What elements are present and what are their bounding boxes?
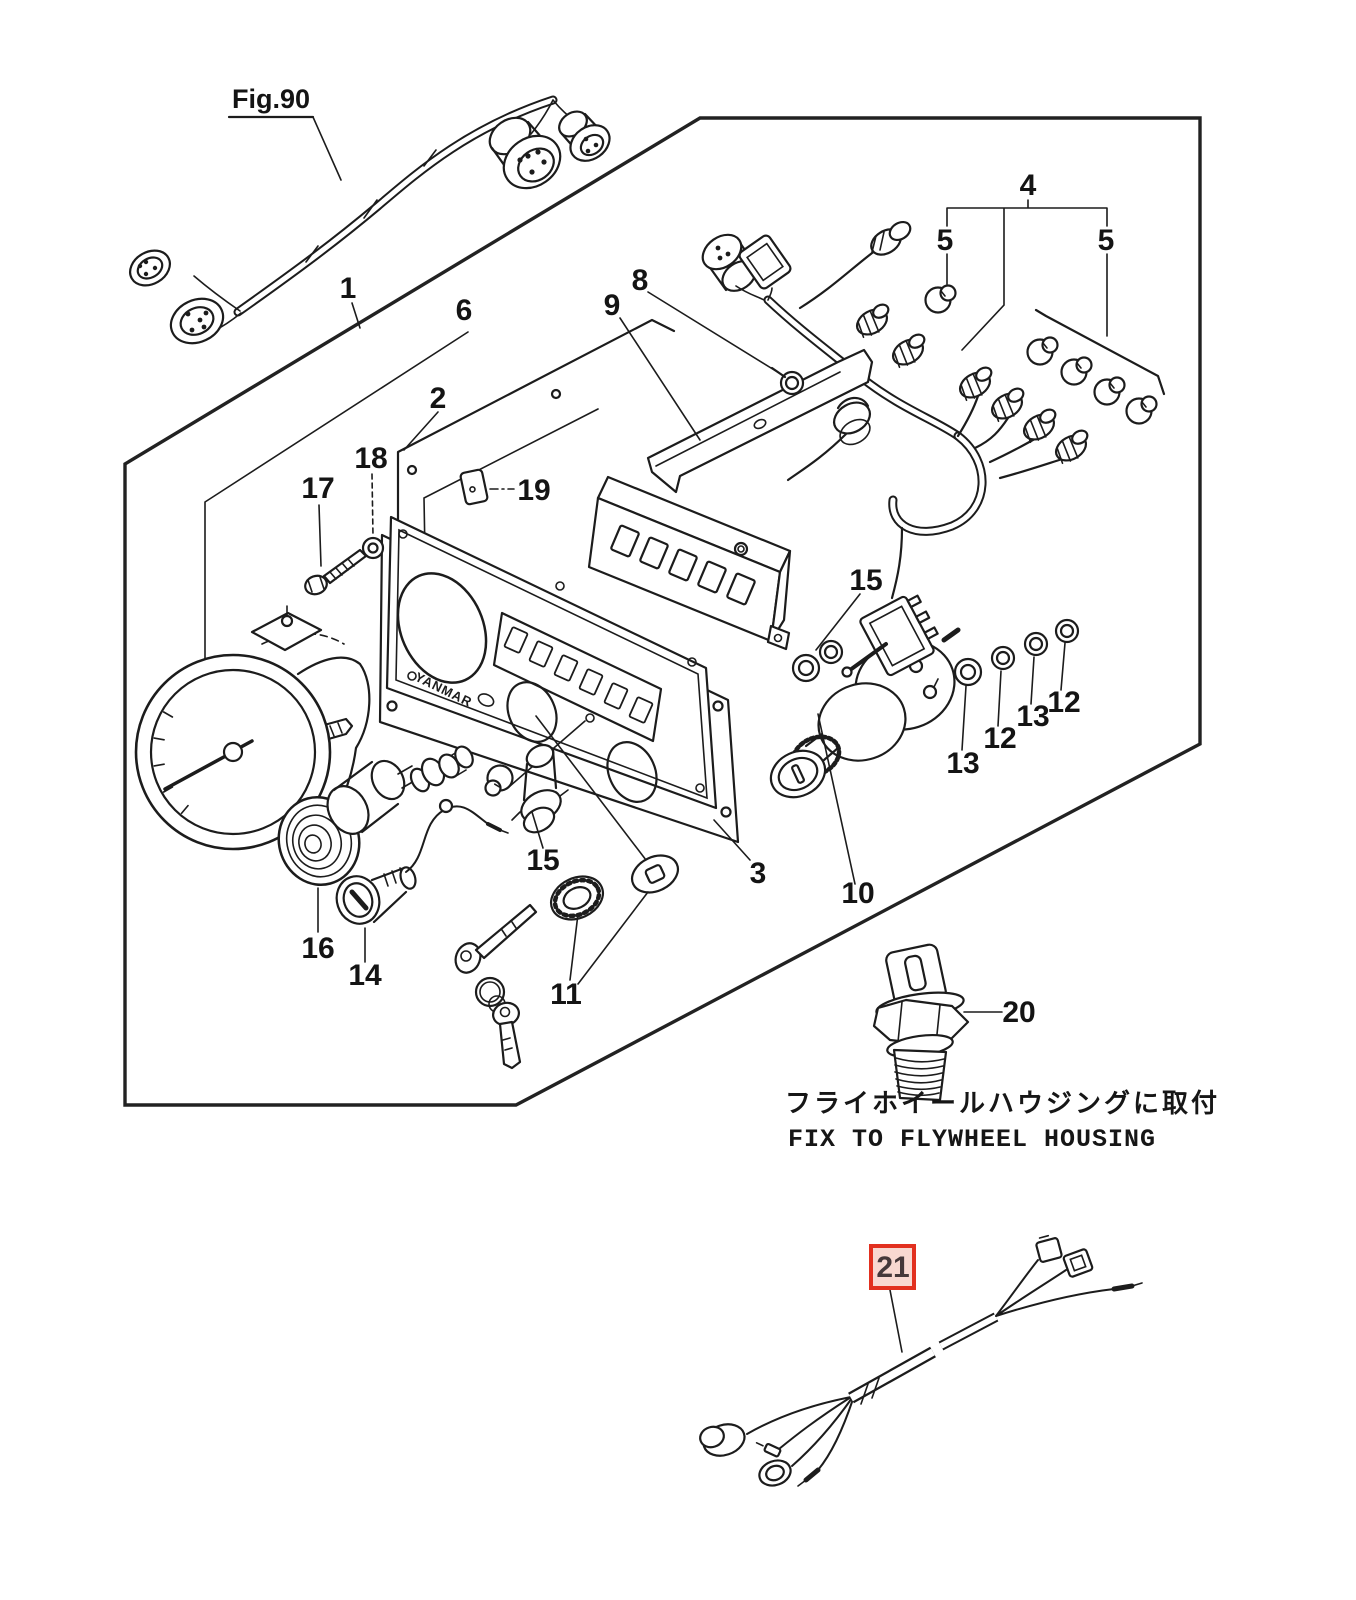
connector-plug-large-left xyxy=(169,297,225,345)
part-label-11: 11 xyxy=(550,978,582,1011)
label-bracket-4-5: 4 5 5 xyxy=(937,169,1115,351)
indicator-lamp-box xyxy=(587,475,792,651)
part-label-2: 2 xyxy=(430,382,447,415)
bottom-wire-harness xyxy=(699,1234,1143,1487)
part-label-5: 5 xyxy=(937,224,954,257)
buzzer xyxy=(335,798,509,925)
highlight-box[interactable] xyxy=(869,1244,916,1290)
socket-cylinder xyxy=(326,745,474,835)
connector-plug-small-left xyxy=(129,249,171,287)
keyswitch-face-nut xyxy=(550,875,604,921)
gauge-hole-center xyxy=(506,681,558,743)
harness-connector-a xyxy=(699,1423,746,1457)
part-label-19: 19 xyxy=(517,474,550,507)
gauge-hole-right xyxy=(606,741,658,803)
leader-part-15a xyxy=(815,593,861,651)
lamp-socket xyxy=(887,330,934,372)
axis-line-keyswitch xyxy=(535,715,647,861)
leader-part-18 xyxy=(371,473,374,537)
part-label-1: 1 xyxy=(340,272,357,305)
highlighted-part-21[interactable]: 21 xyxy=(869,1244,916,1290)
harness-bullet-d xyxy=(797,1467,821,1487)
part-label-6: 6 xyxy=(456,294,473,327)
leader-part-15b xyxy=(531,811,544,849)
panel-lamp-socket xyxy=(478,743,569,834)
warning-window-frame xyxy=(492,611,663,743)
bulb-plate xyxy=(954,308,1166,468)
part-label-17: 17 xyxy=(301,472,334,505)
part-label-15: 15 xyxy=(849,564,882,597)
bulb-socket-top xyxy=(870,220,912,256)
part-label-12: 12 xyxy=(1047,686,1080,719)
part-label-9: 9 xyxy=(604,289,621,322)
connector-plug-small-right xyxy=(558,110,611,162)
washers-nuts: 13 12 13 12 xyxy=(946,618,1081,780)
part-label-8: 8 xyxy=(632,264,649,297)
flywheel-sensor xyxy=(872,943,970,1102)
part-label-3: 3 xyxy=(750,857,767,890)
figure-number: Fig.90 xyxy=(232,84,310,114)
part-label-14: 14 xyxy=(348,959,382,992)
round-connector-lower xyxy=(833,396,871,446)
instrument-panel-face: YANMAR xyxy=(385,515,718,810)
key-switch xyxy=(769,627,961,799)
harness-socket-c xyxy=(758,1459,792,1487)
keyswitch-escutcheon xyxy=(630,854,680,894)
caption-english: FIX TO FLYWHEEL HOUSING xyxy=(788,1125,1156,1154)
part-label-16: 16 xyxy=(301,932,334,965)
connector-plug-large-right xyxy=(488,116,562,190)
washer-part18 xyxy=(361,536,385,560)
mounting-bracket xyxy=(646,348,874,494)
part-label-4: 4 xyxy=(1020,169,1037,202)
lamp-socket xyxy=(851,300,898,342)
part-label-15: 15 xyxy=(526,844,559,877)
part-label-18: 18 xyxy=(354,442,387,475)
leader-part-8 xyxy=(647,291,785,377)
key-set xyxy=(454,903,538,1070)
part-label-13: 13 xyxy=(1016,700,1049,733)
part-label-5: 5 xyxy=(1098,224,1115,257)
harness-connector-f xyxy=(1062,1248,1094,1278)
harness-bullet-g xyxy=(1111,1282,1143,1292)
part-label-20: 20 xyxy=(1002,996,1035,1029)
harness-connectors xyxy=(701,220,934,446)
bulb-part5 xyxy=(924,284,957,314)
leader-part-17 xyxy=(318,504,322,567)
part-label-12: 12 xyxy=(983,722,1016,755)
part-label-10: 10 xyxy=(841,877,874,910)
square-connector xyxy=(738,234,792,290)
part-label-21[interactable]: 21 xyxy=(876,1251,909,1284)
rubber-pad-part19 xyxy=(459,468,489,506)
leader-part-11 xyxy=(569,891,649,985)
leader-part-21 xyxy=(889,1289,903,1353)
leader-part-3 xyxy=(713,819,751,861)
harness-terminal-b xyxy=(755,1442,782,1458)
harness-connector-e xyxy=(1035,1234,1063,1263)
fig90-wire-harness xyxy=(129,95,611,345)
caption-japanese: フライホイールハウジングに取付 xyxy=(785,1088,1220,1118)
toggle-switch xyxy=(791,594,939,683)
figure-title: Fig.90 xyxy=(227,84,342,181)
leader-part-10 xyxy=(817,713,856,885)
assembly-boundary xyxy=(123,116,1202,1107)
leader-part-1 xyxy=(351,302,361,329)
leader-part-9 xyxy=(619,317,701,441)
tachometer-hole xyxy=(396,572,488,684)
part-label-13: 13 xyxy=(946,747,979,780)
screw-part17 xyxy=(304,548,368,596)
leader-part-2 xyxy=(403,411,439,451)
leader-part-6 xyxy=(204,331,469,661)
